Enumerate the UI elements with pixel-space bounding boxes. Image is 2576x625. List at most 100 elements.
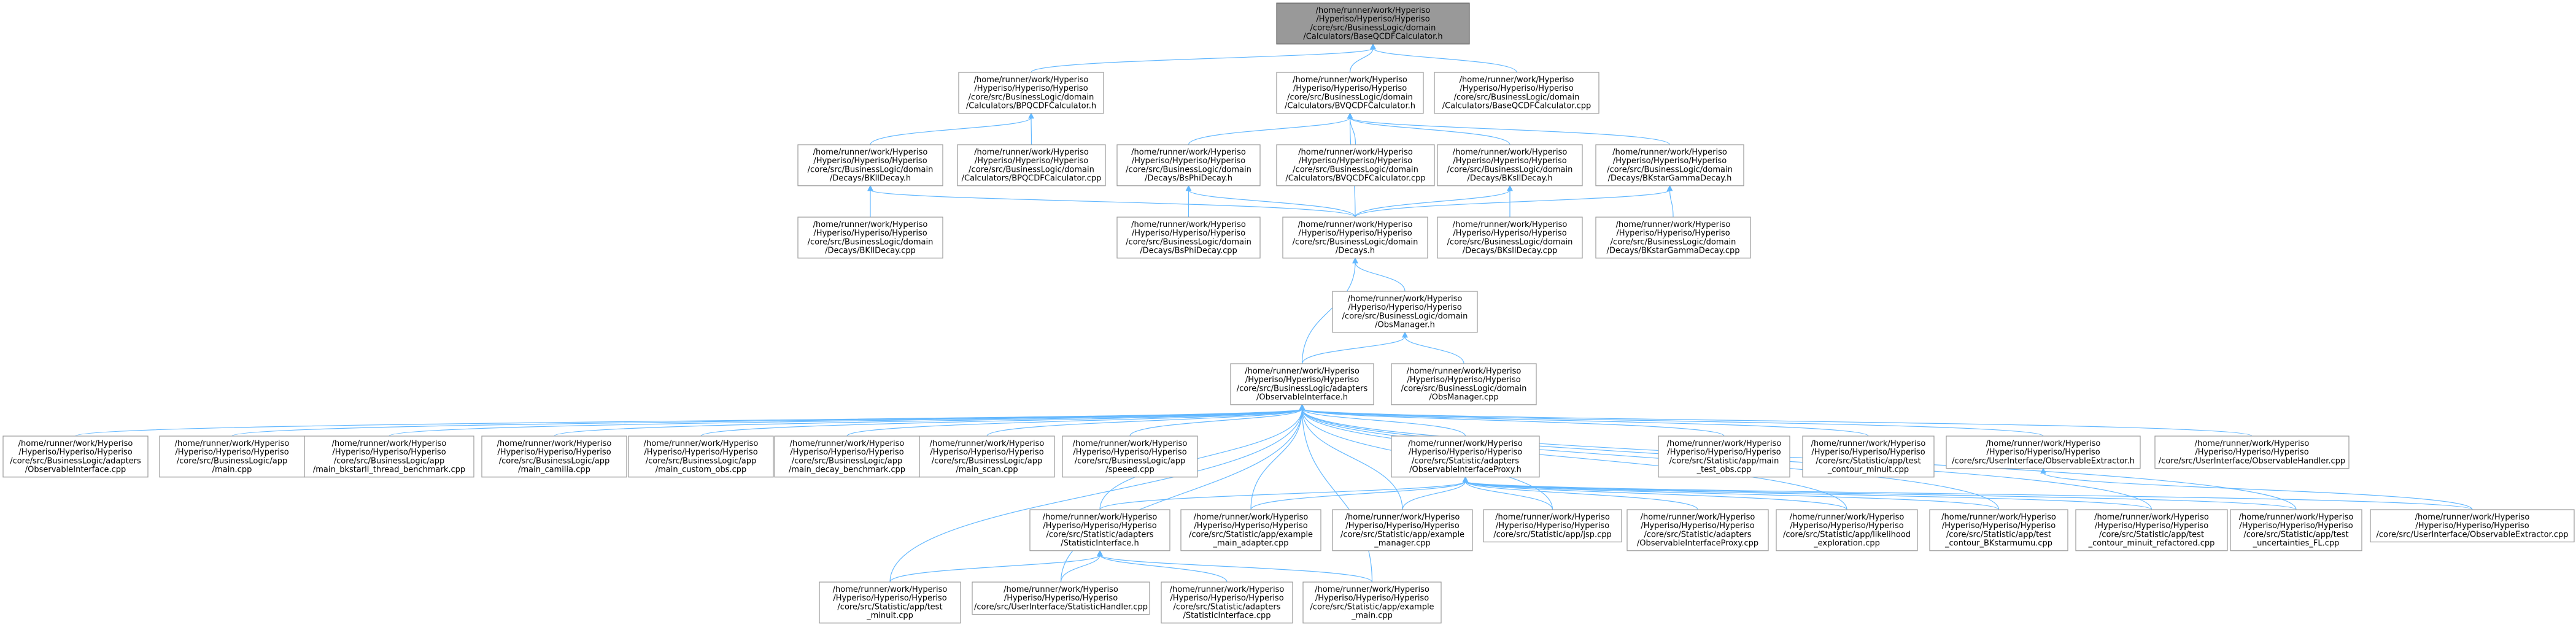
node-main-custom[interactable]: /home/runner/work/Hyperiso/Hyperiso/Hype…	[628, 435, 774, 478]
node-obsinterface-h[interactable]: /home/runner/work/Hyperiso/Hyperiso/Hype…	[1230, 363, 1374, 405]
edge-arrowhead	[1370, 43, 1376, 50]
node-bvqcdf-h[interactable]: /home/runner/work/Hyperiso/Hyperiso/Hype…	[1276, 72, 1424, 114]
edge-decays-h-to-bkstll-h	[1355, 190, 1510, 218]
edge-arrowhead	[1666, 185, 1673, 191]
node-label-line: /ObservableInterfaceProxy.cpp	[1637, 539, 1758, 548]
node-uncertainties[interactable]: /home/runner/work/Hyperiso/Hyperiso/Hype…	[2230, 509, 2362, 551]
node-bsphi-cpp[interactable]: /home/runner/work/Hyperiso/Hyperiso/Hype…	[1116, 217, 1261, 259]
node-bkstll-cpp[interactable]: /home/runner/work/Hyperiso/Hyperiso/Hype…	[1437, 217, 1583, 259]
node-label-line: /ObsManager.h	[1375, 321, 1435, 330]
edge-main-camilia-to-obsinterface-h	[554, 408, 1303, 437]
node-label-line: /main_bkstarll_thread_benchmark.cpp	[313, 466, 465, 475]
node-label-line: /Hyperiso/Hyperiso/Hyperiso	[1315, 594, 1429, 603]
node-bkstll-h[interactable]: /home/runner/work/Hyperiso/Hyperiso/Hype…	[1437, 144, 1583, 186]
node-obsextractor-cpp[interactable]: /home/runner/work/Hyperiso/Hyperiso/Hype…	[2370, 509, 2575, 543]
edge-example-main-adapter-to-obsinterface-h	[1250, 408, 1303, 510]
node-obsmanager-cpp[interactable]: /home/runner/work/Hyperiso/Hyperiso/Hype…	[1391, 363, 1537, 405]
node-stat-main-test[interactable]: /home/runner/work/Hyperiso/Hyperiso/Hype…	[1658, 435, 1790, 478]
node-contour-bkstar[interactable]: /home/runner/work/Hyperiso/Hyperiso/Hype…	[1929, 509, 2068, 551]
node-main-decay[interactable]: /home/runner/work/Hyperiso/Hyperiso/Hype…	[774, 435, 920, 478]
edge-obsextractor-cpp-to-obsextractor-h	[2043, 472, 2473, 510]
node-obsproxy-cpp[interactable]: /home/runner/work/Hyperiso/Hyperiso/Hype…	[1626, 509, 1769, 551]
node-main-camilia[interactable]: /home/runner/work/Hyperiso/Hyperiso/Hype…	[481, 435, 627, 478]
node-box	[972, 581, 1150, 615]
node-label-line: /home/runner/work/Hyperiso	[1245, 367, 1360, 376]
node-bvqcdf-cpp[interactable]: /home/runner/work/Hyperiso/Hyperiso/Hype…	[1276, 144, 1435, 186]
edge-decays-h-to-bklldecay-h	[870, 190, 1356, 218]
node-label-line: /home/runner/work/Hyperiso	[790, 439, 905, 448]
edge-arrowhead	[1402, 331, 1408, 338]
node-label-line: /Hyperiso/Hyperiso/Hyperiso	[332, 448, 446, 457]
node-box	[1161, 581, 1293, 624]
node-label-line: /Hyperiso/Hyperiso/Hyperiso	[1298, 229, 1412, 238]
edge-obsmanager-h-to-decays-h	[1355, 262, 1406, 292]
node-obsextractor-h[interactable]: /home/runner/work/Hyperiso/Hyperiso/Hype…	[1946, 435, 2141, 469]
node-label-line: /core/src/Statistic/app/example	[1189, 530, 1313, 539]
edge-stathandler-cpp-to-statinterface-h	[1060, 554, 1100, 583]
node-label-line: /home/runner/work/Hyperiso	[1460, 75, 1574, 85]
node-bklldecay-cpp[interactable]: /home/runner/work/Hyperiso/Hyperiso/Hype…	[797, 217, 943, 259]
node-basecdf-cpp[interactable]: /home/runner/work/Hyperiso/Hyperiso/Hype…	[1434, 72, 1599, 114]
edge-bpqcdf-cpp-to-bpqcdf-h	[1031, 117, 1032, 145]
node-label-line: /home/runner/work/Hyperiso	[332, 439, 447, 448]
node-label-line: /Calculators/BPQCDFCalculator.cpp	[962, 174, 1102, 183]
node-obsinterface-cpp[interactable]: /home/runner/work/Hyperiso/Hyperiso/Hype…	[2, 435, 149, 478]
node-label-line: _contour_minuit.cpp	[1827, 466, 1909, 475]
node-label-line: _manager.cpp	[1374, 539, 1431, 548]
node-example-main-adapter[interactable]: /home/runner/work/Hyperiso/Hyperiso/Hype…	[1180, 509, 1321, 551]
edge-arrowhead	[1097, 550, 1103, 556]
node-test-minuit[interactable]: /home/runner/work/Hyperiso/Hyperiso/Hype…	[819, 581, 961, 624]
edge-bklldecay-h-to-bpqcdf-h	[870, 117, 1032, 145]
node-label-line: /home/runner/work/Hyperiso	[1298, 148, 1413, 157]
edge-likelihood-to-obsinterface-h	[1301, 408, 1847, 510]
node-stathandler-cpp[interactable]: /home/runner/work/Hyperiso/Hyperiso/Hype…	[972, 581, 1150, 615]
node-label-line: /home/runner/work/Hyperiso	[2094, 513, 2209, 522]
node-label-line: /Hyperiso/Hyperiso/Hyperiso	[930, 448, 1043, 457]
node-statinterface-cpp[interactable]: /home/runner/work/Hyperiso/Hyperiso/Hype…	[1161, 581, 1293, 624]
node-label-line: /core/src/BusinessLogic/domain	[808, 237, 934, 247]
node-likelihood[interactable]: /home/runner/work/Hyperiso/Hyperiso/Hype…	[1776, 509, 1918, 551]
node-label-line: /Hyperiso/Hyperiso/Hyperiso	[1790, 521, 1903, 531]
node-stat-contour-minuit[interactable]: /home/runner/work/Hyperiso/Hyperiso/Hype…	[1802, 435, 1935, 478]
node-speeed[interactable]: /home/runner/work/Hyperiso/Hyperiso/Hype…	[1062, 435, 1198, 478]
node-basecdf-h[interactable]: /home/runner/work/Hyperiso/Hyperiso/Hype…	[1276, 2, 1470, 45]
node-bsphi-h[interactable]: /home/runner/work/Hyperiso/Hyperiso/Hype…	[1116, 144, 1261, 186]
node-bpqcdf-cpp[interactable]: /home/runner/work/Hyperiso/Hyperiso/Hype…	[957, 144, 1106, 186]
edge-obsproxy-h-to-obsinterface-h	[1301, 408, 1466, 437]
node-main-cpp[interactable]: /home/runner/work/Hyperiso/Hyperiso/Hype…	[159, 435, 305, 478]
node-box	[1276, 2, 1470, 45]
node-decays-h[interactable]: /home/runner/work/Hyperiso/Hyperiso/Hype…	[1282, 217, 1428, 259]
node-label-line: /home/runner/work/Hyperiso	[1348, 294, 1463, 304]
node-statinterface-h[interactable]: /home/runner/work/Hyperiso/Hyperiso/Hype…	[1029, 509, 1170, 551]
node-box	[1802, 435, 1935, 478]
node-main-scan[interactable]: /home/runner/work/Hyperiso/Hyperiso/Hype…	[919, 435, 1055, 478]
node-box	[1391, 435, 1540, 478]
edge-stat-main-test-to-obsinterface-h	[1301, 408, 1725, 437]
node-label-line: /core/src/BusinessLogic/domain	[1447, 165, 1573, 174]
node-bklldecay-h[interactable]: /home/runner/work/Hyperiso/Hyperiso/Hype…	[797, 144, 943, 186]
node-box	[304, 435, 474, 478]
node-example-main[interactable]: /home/runner/work/Hyperiso/Hyperiso/Hype…	[1302, 581, 1442, 624]
node-box	[1116, 144, 1261, 186]
node-bpqcdf-h[interactable]: /home/runner/work/Hyperiso/Hyperiso/Hype…	[958, 72, 1104, 114]
node-label-line: /Decays/BKllDecay.h	[830, 174, 911, 183]
node-stat-jsp[interactable]: /home/runner/work/Hyperiso/Hyperiso/Hype…	[1483, 509, 1622, 543]
node-bkgamma-cpp[interactable]: /home/runner/work/Hyperiso/Hyperiso/Hype…	[1595, 217, 1751, 259]
node-label-line: _minuit.cpp	[866, 612, 913, 621]
node-label-line: /home/runner/work/Hyperiso	[1495, 513, 1610, 522]
node-label-line: /core/src/BusinessLogic/app	[932, 456, 1042, 466]
node-box	[628, 435, 774, 478]
node-contour-refactored[interactable]: /home/runner/work/Hyperiso/Hyperiso/Hype…	[2075, 509, 2228, 551]
node-label-line: /Hyperiso/Hyperiso/Hyperiso	[1409, 448, 1522, 457]
node-label-line: /core/src/UserInterface/StatisticHandler…	[974, 602, 1148, 612]
node-label-line: /Hyperiso/Hyperiso/Hyperiso	[2415, 521, 2529, 531]
node-obsmanager-h[interactable]: /home/runner/work/Hyperiso/Hyperiso/Hype…	[1332, 291, 1478, 333]
node-main-bkstarll[interactable]: /home/runner/work/Hyperiso/Hyperiso/Hype…	[304, 435, 474, 478]
node-obsproxy-h[interactable]: /home/runner/work/Hyperiso/Hyperiso/Hype…	[1391, 435, 1540, 478]
node-bkgamma-h[interactable]: /home/runner/work/Hyperiso/Hyperiso/Hype…	[1595, 144, 1744, 186]
node-label-line: _main.cpp	[1351, 612, 1393, 621]
node-obshandler-cpp[interactable]: /home/runner/work/Hyperiso/Hyperiso/Hype…	[2154, 435, 2350, 469]
node-example-manager[interactable]: /home/runner/work/Hyperiso/Hyperiso/Hype…	[1332, 509, 1473, 551]
node-label-line: /home/runner/work/Hyperiso	[1616, 220, 1731, 229]
node-label-line: /core/src/Statistic/app/test	[2243, 530, 2348, 539]
